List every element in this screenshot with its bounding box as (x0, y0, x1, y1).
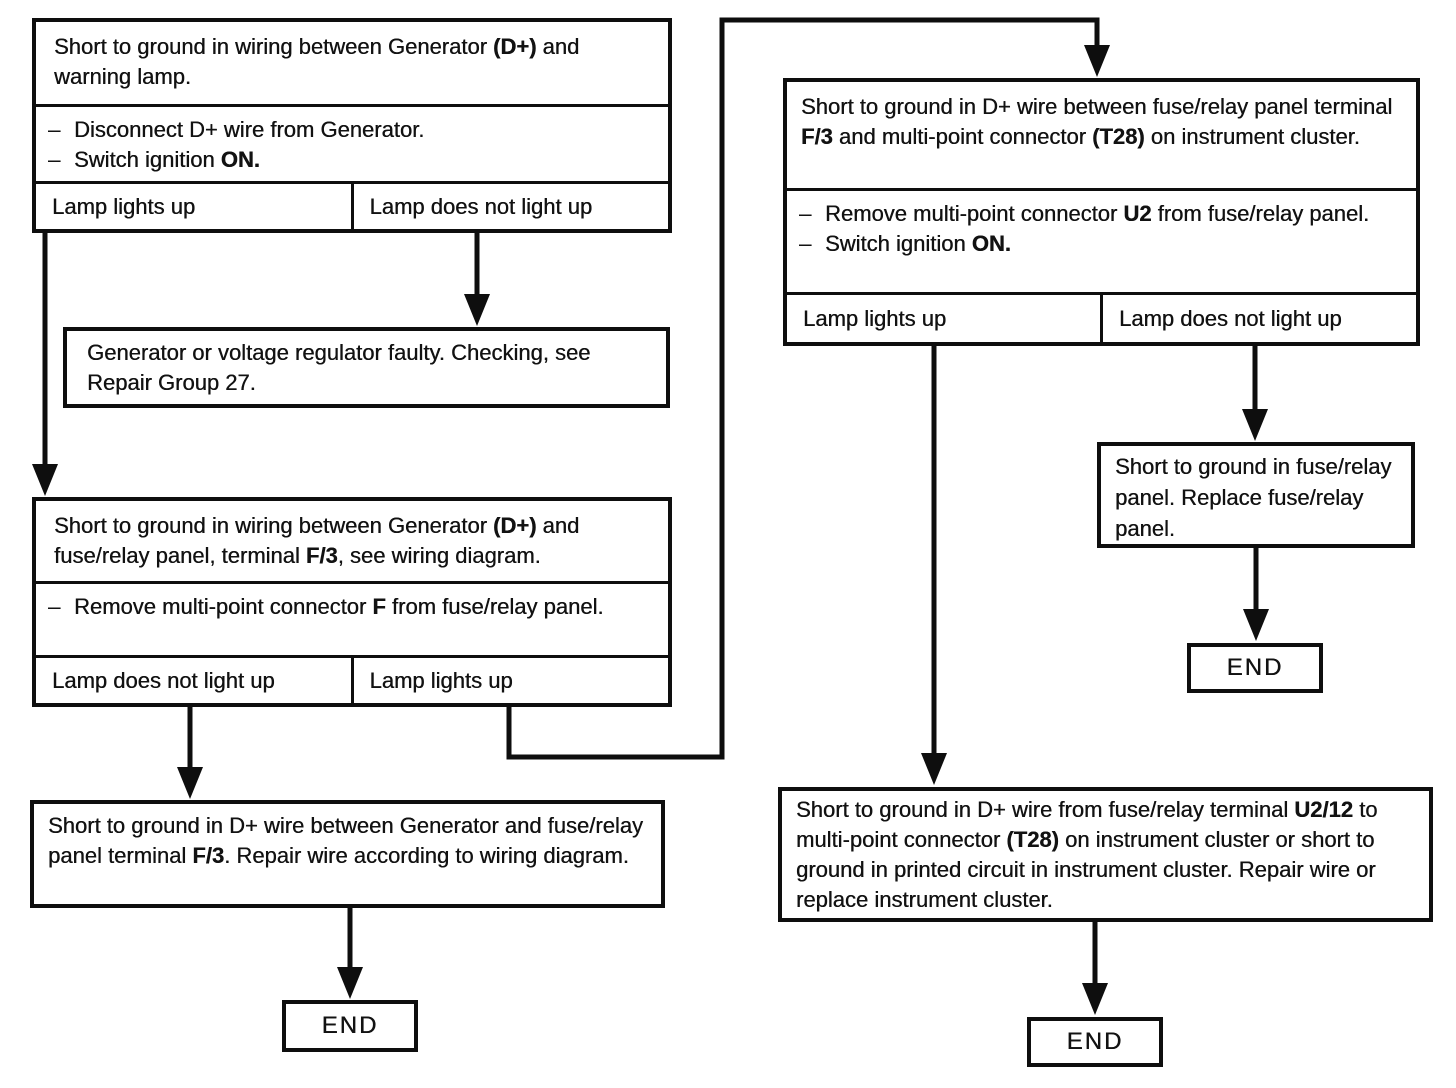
dash-bullet: – (48, 147, 61, 172)
dash-bullet: – (48, 594, 61, 619)
dash-bullet: – (48, 117, 61, 142)
flow-box-repair-wire-left: Short to ground in D+ wire between Gener… (30, 800, 665, 908)
box-text: Short to ground in D+ wire between Gener… (48, 813, 643, 868)
flow-box-fuse-panel: Short to ground in fuse/relay panel. Rep… (1097, 442, 1415, 548)
end-box-middle: END (1187, 643, 1323, 693)
outcome-cell-lamp-lights-up: Lamp lights up (52, 193, 196, 219)
end-label: END (1226, 654, 1284, 681)
dash-bullet: – (799, 231, 812, 256)
box-text: Generator or voltage regulator faulty. C… (87, 340, 591, 395)
end-box-left: END (282, 1000, 418, 1052)
connector-fuse-cluster-lights-to-repair-right (921, 346, 947, 785)
flow-box-regulator-faulty: Generator or voltage regulator faulty. C… (63, 327, 670, 408)
flow-box-gen-lamp: Short to ground in wiring between Genera… (32, 18, 672, 233)
connector-gen-lamp-not-light-to-regulator (464, 233, 490, 326)
box-title: Short to ground in D+ wire between fuse/… (801, 94, 1393, 149)
box-text: Short to ground in fuse/relay panel. Rep… (1115, 454, 1392, 541)
connector-gen-fuse-not-light-to-repair-left (177, 707, 203, 799)
box-title: Short to ground in wiring between Genera… (54, 513, 580, 568)
flow-box-gen-fuse: Short to ground in wiring between Genera… (32, 497, 672, 707)
box-actions: – Remove multi-point connector F from fu… (36, 581, 668, 655)
outcome-cell-lamp-does-not-light-up: Lamp does not light up (350, 184, 669, 229)
action-item: – Disconnect D+ wire from Generator. (44, 115, 656, 145)
connector-fuse-panel-to-end (1243, 548, 1269, 641)
outcome-cell-lamp-does-not-light-up: Lamp does not light up (1100, 295, 1416, 342)
outcome-cell-lamp-lights-up: Lamp lights up (350, 658, 669, 703)
connector-repair-left-to-end (337, 908, 363, 999)
box-text: Short to ground in D+ wire from fuse/rel… (796, 797, 1378, 912)
flow-box-fuse-cluster: Short to ground in D+ wire between fuse/… (783, 78, 1420, 346)
end-label: END (1066, 1028, 1124, 1055)
outcome-row: Lamp lights up Lamp does not light up (36, 181, 668, 229)
outcome-cell-lamp-does-not-light-up: Lamp does not light up (52, 667, 275, 693)
action-item: – Switch ignition ON. (44, 145, 656, 175)
outcome-cell-lamp-lights-up: Lamp lights up (803, 305, 947, 331)
outcome-row: Lamp lights up Lamp does not light up (787, 292, 1416, 342)
box-actions: – Disconnect D+ wire from Generator. – S… (36, 104, 668, 181)
end-box-right: END (1027, 1017, 1163, 1067)
action-text: Switch ignition ON. (74, 147, 260, 172)
action-text: Disconnect D+ wire from Generator. (74, 117, 425, 142)
connector-gen-lamp-lights-to-gen-fuse (32, 233, 58, 496)
action-text: Remove multi-point connector F from fuse… (74, 594, 604, 619)
action-text: Remove multi-point connector U2 from fus… (825, 201, 1370, 226)
flow-box-repair-wire-right: Short to ground in D+ wire from fuse/rel… (778, 787, 1433, 922)
action-item: – Switch ignition ON. (795, 229, 1404, 259)
connector-repair-right-to-end (1082, 922, 1108, 1015)
box-actions: – Remove multi-point connector U2 from f… (787, 188, 1416, 292)
connector-fuse-cluster-not-light-to-fuse-panel (1242, 346, 1268, 441)
action-text: Switch ignition ON. (825, 231, 1011, 256)
box-title: Short to ground in wiring between Genera… (54, 34, 580, 89)
dash-bullet: – (799, 201, 812, 226)
end-label: END (321, 1012, 379, 1039)
action-item: – Remove multi-point connector U2 from f… (795, 199, 1404, 229)
action-item: – Remove multi-point connector F from fu… (44, 592, 656, 622)
outcome-row: Lamp does not light up Lamp lights up (36, 655, 668, 703)
